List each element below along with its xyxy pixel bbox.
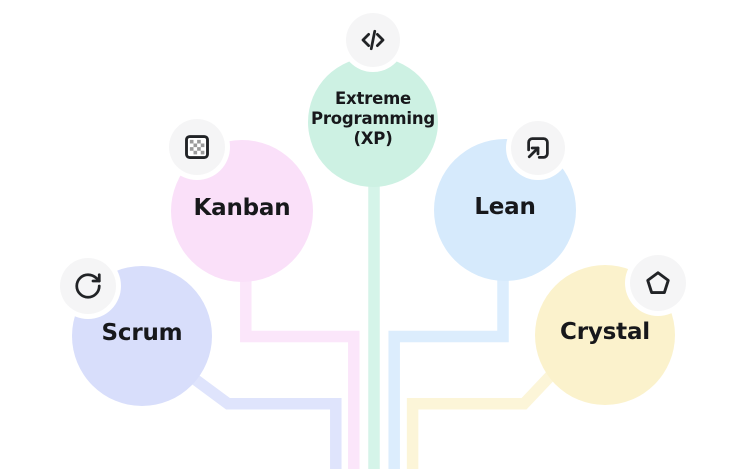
crystal-badge (630, 255, 686, 311)
scrum-badge (60, 258, 116, 314)
crystal-label: Crystal (560, 319, 650, 345)
code-icon (361, 29, 385, 51)
extreme-programming-circle: Extreme Programming (XP) (308, 57, 438, 187)
scrum-label: Scrum (101, 320, 183, 346)
lean-circle: Lean (434, 139, 576, 281)
crystal-connector (406, 349, 577, 469)
kanban-badge (169, 119, 225, 175)
extreme-programming-badge (346, 13, 400, 67)
pentagon-icon (646, 271, 670, 294)
lean-badge (511, 121, 565, 175)
checkerboard-icon (185, 135, 209, 159)
rotate-cw-icon (75, 273, 101, 299)
lean-label: Lean (474, 194, 536, 220)
extreme-programming-label: Extreme Programming (XP) (310, 89, 436, 148)
kanban-label: Kanban (193, 195, 291, 221)
arrow-up-right-box-icon (527, 137, 549, 159)
